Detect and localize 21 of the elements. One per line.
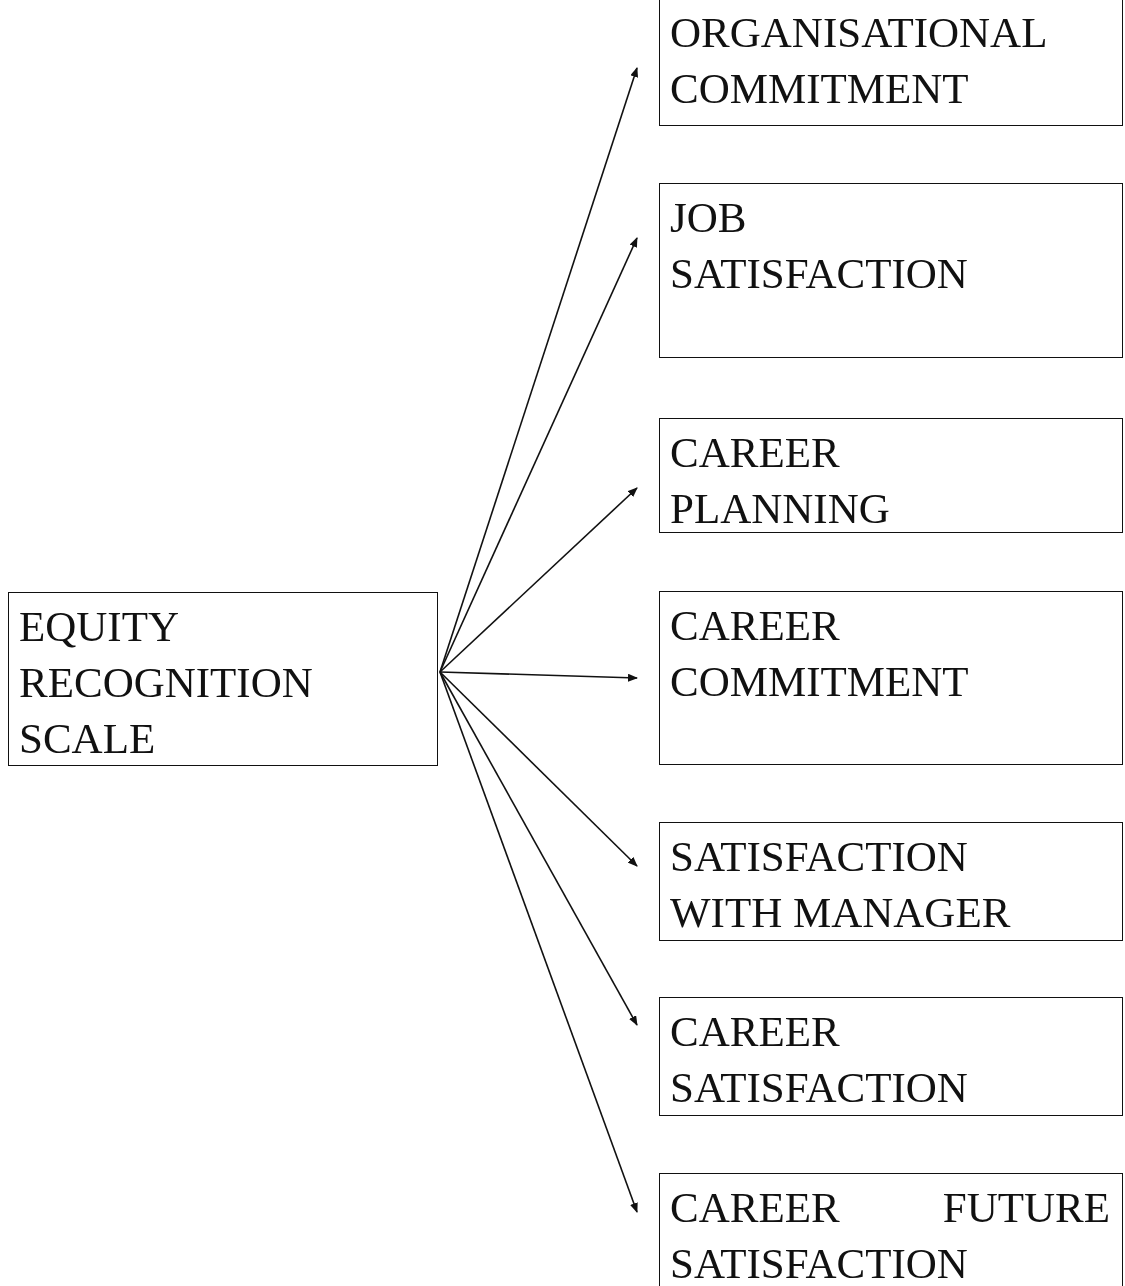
box-label: JOB SATISFACTION <box>670 193 969 299</box>
text-box <box>659 183 1123 358</box>
box-label: SATISFACTION WITH MANAGER <box>670 832 1012 938</box>
text-box <box>659 418 1123 533</box>
box-label: CAREER FUTURE SATISFACTION <box>670 1183 1110 1286</box>
text-box <box>8 592 438 766</box>
text-box <box>659 997 1123 1116</box>
text-box <box>659 0 1123 126</box>
arrow <box>439 671 638 682</box>
box-label: CAREER PLANNING <box>670 428 891 534</box>
arrow <box>439 671 638 1026</box>
box-label: CAREER COMMITMENT <box>670 601 970 707</box>
text-box <box>659 822 1123 941</box>
box-label: ORGANISATIONAL COMMITMENT <box>670 8 1049 114</box>
arrow <box>439 487 638 673</box>
box-label: EQUITY RECOGNITION SCALE <box>19 602 314 764</box>
text-box <box>659 591 1123 765</box>
arrow <box>439 671 638 1213</box>
arrow <box>439 237 638 673</box>
box-label: CAREER SATISFACTION <box>670 1007 969 1113</box>
arrow <box>439 671 638 867</box>
